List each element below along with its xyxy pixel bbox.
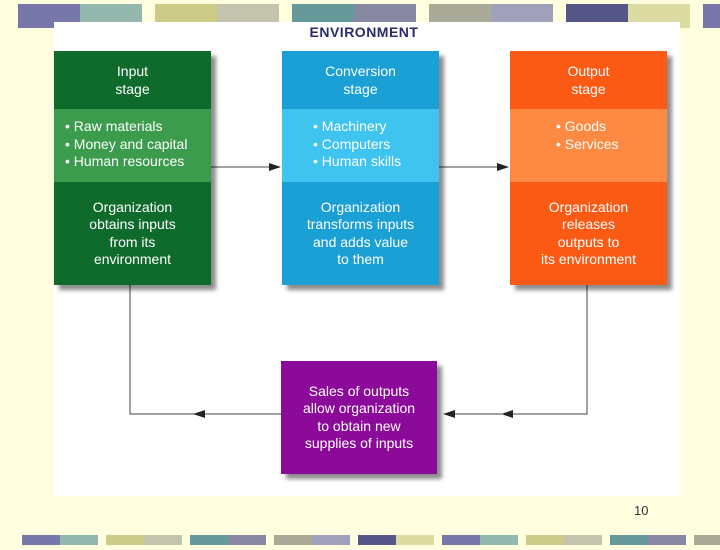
output-stage-description: Organization releases outputs to its env… <box>510 182 667 285</box>
decor-tile <box>694 535 720 545</box>
conversion-stage-description-text: Organization transforms inputs and adds … <box>306 198 415 268</box>
decor-tile <box>22 535 60 545</box>
input-stage-box: Input stage Raw materials Money and capi… <box>54 51 211 285</box>
diagram-canvas: ENVIRONMENT Input stage Raw materials Mo… <box>54 22 680 496</box>
decor-tile <box>480 535 518 545</box>
output-stage-items: Goods Services <box>510 109 667 182</box>
decor-tile <box>106 535 144 545</box>
decor-tile <box>648 535 686 545</box>
arrow-feedback-to-input <box>129 285 194 415</box>
conversion-stage-description: Organization transforms inputs and adds … <box>282 182 439 285</box>
conversion-item: Machinery <box>313 118 439 136</box>
sales-feedback-box: Sales of outputs allow organization to o… <box>281 361 437 474</box>
decor-tile <box>442 535 480 545</box>
decor-tile <box>228 535 266 545</box>
output-stage-heading: Output stage <box>510 51 667 109</box>
conversion-item: Human skills <box>313 153 439 171</box>
input-stage-items: Raw materials Money and capital Human re… <box>54 109 211 182</box>
input-item: Money and capital <box>65 136 211 154</box>
decor-tile <box>312 535 350 545</box>
arrow-output-to-sales <box>504 285 588 415</box>
decor-tile <box>703 4 720 28</box>
decor-tile <box>610 535 648 545</box>
flow-arrows <box>129 163 588 418</box>
decor-tile <box>144 535 182 545</box>
decor-tile <box>526 535 564 545</box>
input-stage-heading: Input stage <box>54 51 211 109</box>
output-stage-box: Output stage Goods Services Organization… <box>510 51 667 285</box>
input-item: Human resources <box>65 153 211 171</box>
decor-tile <box>396 535 434 545</box>
conversion-stage-items: Machinery Computers Human skills <box>282 109 439 182</box>
input-stage-description-text: Organization obtains inputs from its env… <box>89 198 176 268</box>
footer-tiles <box>22 535 720 545</box>
decor-tile <box>358 535 396 545</box>
conversion-stage-box: Conversion stage Machinery Computers Hum… <box>282 51 439 285</box>
output-stage-heading-text: Output stage <box>567 63 610 97</box>
input-stage-heading-text: Input stage <box>115 63 150 97</box>
page-number: 10 <box>634 503 649 518</box>
conversion-stage-heading-text: Conversion stage <box>325 63 396 97</box>
output-item: Goods <box>556 118 667 136</box>
conversion-item: Computers <box>313 136 439 154</box>
decor-tile <box>274 535 312 545</box>
output-stage-description-text: Organization releases outputs to its env… <box>541 198 636 268</box>
input-item: Raw materials <box>65 118 211 136</box>
sales-feedback-text: Sales of outputs allow organization to o… <box>302 382 416 452</box>
decor-tile <box>564 535 602 545</box>
decorative-footer-bar <box>0 532 720 545</box>
decor-tile <box>60 535 98 545</box>
decor-tile <box>190 535 228 545</box>
conversion-stage-heading: Conversion stage <box>282 51 439 109</box>
input-stage-description: Organization obtains inputs from its env… <box>54 182 211 285</box>
environment-title: ENVIRONMENT <box>309 24 419 40</box>
output-item: Services <box>556 136 667 154</box>
